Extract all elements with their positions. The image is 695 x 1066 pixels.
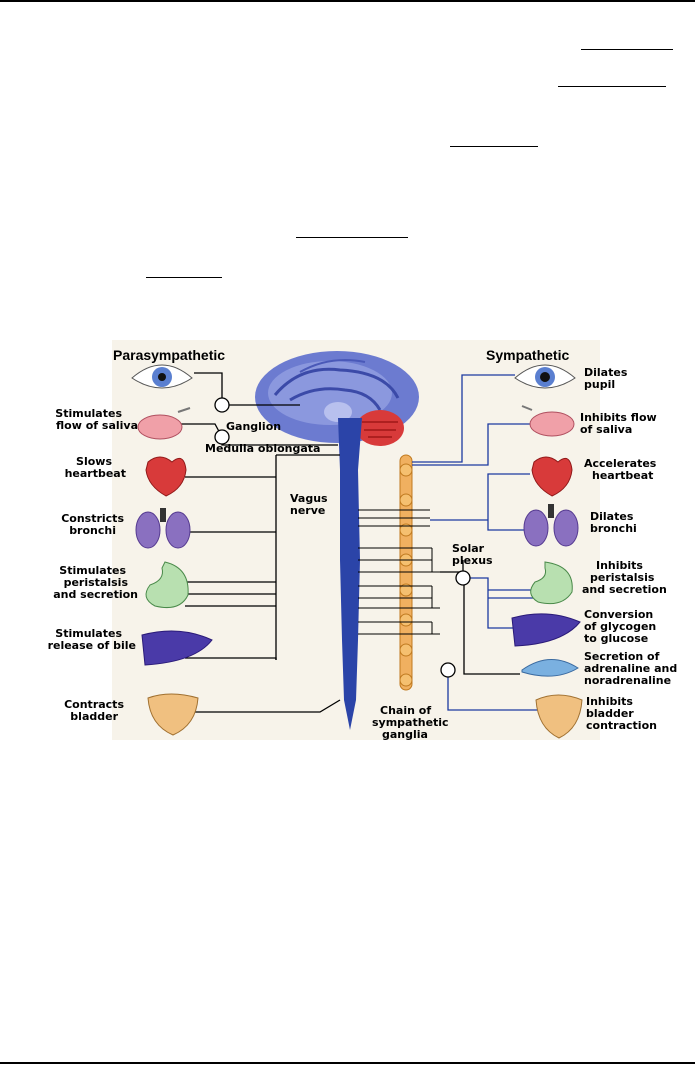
left-liver bbox=[141, 630, 213, 666]
label-bile-2: release of bile bbox=[48, 639, 136, 652]
parasympathetic-nerves bbox=[172, 372, 341, 713]
blank-line-2 bbox=[558, 86, 666, 87]
spinal-cord bbox=[338, 418, 362, 730]
label-adrenaline-1: Secretion of bbox=[584, 650, 660, 663]
left-heart bbox=[145, 456, 187, 497]
label-dilates-bronchi-2: bronchi bbox=[590, 522, 637, 535]
right-heart bbox=[531, 456, 573, 497]
right-stomach bbox=[530, 561, 573, 605]
label-glycogen-1: Conversion bbox=[584, 608, 653, 621]
label-bladder-2: bladder bbox=[70, 710, 118, 723]
label-glycogen-3: to glucose bbox=[584, 632, 648, 645]
label-chain-3: ganglia bbox=[382, 728, 428, 741]
blank-line-3 bbox=[450, 146, 538, 147]
label-inhibit-saliva-2: of saliva bbox=[580, 423, 632, 436]
label-accelerates-1: Accelerates bbox=[584, 457, 657, 470]
label-pupil-1: Dilates bbox=[584, 366, 628, 379]
adrenal-ganglion-circle bbox=[440, 662, 456, 678]
label-bronchi-2: bronchi bbox=[69, 524, 116, 537]
label-inhibit-peristalsis-3: and secretion bbox=[582, 583, 667, 596]
blank-line-1 bbox=[581, 49, 673, 50]
left-salivary-gland bbox=[137, 407, 191, 440]
label-medulla: Medulla oblongata bbox=[205, 442, 320, 455]
label-saliva-1: Stimulates bbox=[55, 407, 122, 420]
right-salivary-gland bbox=[521, 405, 575, 437]
label-chain-2: sympathetic bbox=[372, 716, 449, 729]
left-bladder bbox=[147, 693, 199, 736]
label-dilates-bronchi-1: Dilates bbox=[590, 510, 634, 523]
sympathetic-nerves bbox=[412, 374, 540, 711]
ganglion-circle-2 bbox=[214, 429, 230, 445]
label-glycogen-2: of glycogen bbox=[584, 620, 656, 633]
blank-line-4 bbox=[296, 237, 408, 238]
label-accelerates-2: heartbeat bbox=[592, 469, 653, 482]
cord-chain-connections bbox=[358, 509, 440, 635]
label-adrenaline-2: adrenaline and bbox=[584, 662, 677, 675]
label-peristalsis-2: peristalsis bbox=[64, 576, 129, 589]
label-heart-1: Slows bbox=[76, 455, 112, 468]
label-inhibit-bladder-1: Inhibits bbox=[586, 695, 633, 708]
label-chain-1: Chain of bbox=[380, 704, 431, 717]
label-vagus-1: Vagus bbox=[290, 492, 328, 505]
header-sympathetic: Sympathetic bbox=[486, 347, 569, 363]
cerebellum bbox=[356, 410, 404, 446]
label-adrenaline-3: noradrenaline bbox=[584, 674, 671, 687]
right-adrenal bbox=[521, 659, 579, 677]
left-eye bbox=[131, 364, 193, 389]
label-inhibit-bladder-2: bladder bbox=[586, 707, 634, 720]
label-bronchi-1: Constricts bbox=[61, 512, 124, 525]
label-inhibit-saliva-1: Inhibits flow bbox=[580, 411, 657, 424]
label-peristalsis-1: Stimulates bbox=[59, 564, 126, 577]
label-saliva-2: flow of saliva bbox=[56, 419, 138, 432]
right-lungs bbox=[523, 504, 579, 547]
ganglion-circle bbox=[214, 397, 230, 413]
label-inhibit-bladder-3: contraction bbox=[586, 719, 657, 732]
label-vagus-2: nerve bbox=[290, 504, 325, 517]
right-eye bbox=[514, 364, 576, 389]
label-bladder-1: Contracts bbox=[64, 698, 124, 711]
brain-illustration bbox=[255, 351, 419, 446]
bottom-rule bbox=[0, 1062, 695, 1064]
right-liver bbox=[511, 613, 581, 647]
label-pupil-2: pupil bbox=[584, 378, 615, 391]
label-solar-2: plexus bbox=[452, 554, 493, 567]
left-lungs bbox=[135, 508, 191, 549]
left-stomach bbox=[145, 561, 189, 609]
label-inhibit-peristalsis-2: peristalsis bbox=[590, 571, 655, 584]
label-peristalsis-3: and secretion bbox=[53, 588, 138, 601]
right-bladder bbox=[535, 694, 583, 739]
header-parasympathetic: Parasympathetic bbox=[113, 347, 225, 363]
label-bile-1: Stimulates bbox=[55, 627, 122, 640]
top-rule bbox=[0, 0, 695, 2]
label-solar-1: Solar bbox=[452, 542, 485, 555]
label-ganglion: Ganglion bbox=[226, 420, 281, 433]
blank-line-5 bbox=[146, 277, 222, 278]
label-inhibit-peristalsis-1: Inhibits bbox=[596, 559, 643, 572]
label-heart-2: heartbeat bbox=[65, 467, 126, 480]
solar-plexus-circle bbox=[455, 570, 471, 586]
